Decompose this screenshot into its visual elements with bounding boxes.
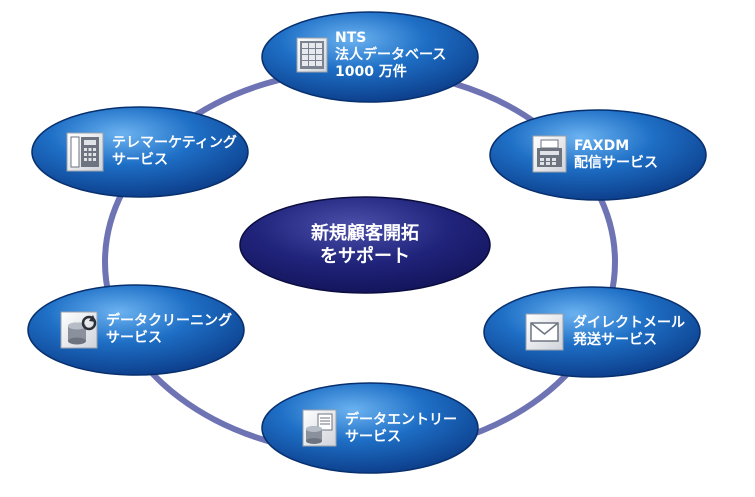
label-line: テレマーケティング bbox=[112, 135, 237, 151]
center-node-shape bbox=[239, 196, 491, 294]
node-label-nts-database: NTS 法人データベース 1000 万件 bbox=[335, 30, 446, 81]
node-telemarketing bbox=[31, 106, 249, 198]
node-label-data-cleaning: データクリーニング サービス bbox=[106, 313, 232, 347]
database-grid-icon bbox=[296, 37, 328, 73]
node-nts-database bbox=[261, 11, 479, 103]
label-line: 法人データベース bbox=[335, 47, 447, 63]
node-label-fax-dm: FAXDM 配信サービス bbox=[574, 138, 658, 172]
refresh-database-icon bbox=[60, 311, 98, 349]
label-line: 発送サービス bbox=[573, 332, 657, 348]
node-shape bbox=[27, 284, 245, 376]
label-line: データクリーニング bbox=[106, 313, 232, 329]
node-direct-mail bbox=[483, 286, 701, 378]
center-label-line: 新規顧客開拓 bbox=[311, 223, 419, 244]
fax-machine-icon bbox=[532, 135, 567, 173]
node-data-cleaning bbox=[27, 284, 245, 376]
telephone-icon bbox=[66, 132, 104, 172]
node-shape bbox=[31, 106, 249, 198]
label-line: FAXDM bbox=[574, 138, 630, 154]
label-line: ダイレクトメール bbox=[573, 315, 685, 331]
node-label-telemarketing: テレマーケティング サービス bbox=[112, 135, 237, 169]
node-shape bbox=[261, 11, 479, 103]
center-label-line: をサポート bbox=[320, 246, 410, 267]
node-shape bbox=[489, 109, 707, 201]
center-label: 新規顧客開拓 をサポート bbox=[250, 222, 480, 268]
data-entry-icon bbox=[302, 409, 337, 447]
label-line: サービス bbox=[106, 330, 162, 346]
node-label-direct-mail: ダイレクトメール 発送サービス bbox=[573, 315, 685, 349]
node-shape bbox=[261, 382, 479, 474]
label-line: データエントリー bbox=[345, 412, 457, 428]
label-line: サービス bbox=[345, 429, 401, 445]
envelope-icon bbox=[525, 313, 564, 351]
label-line: 配信サービス bbox=[574, 155, 658, 171]
node-shape bbox=[483, 286, 701, 378]
node-fax-dm bbox=[489, 109, 707, 201]
node-data-entry bbox=[261, 382, 479, 474]
label-line: サービス bbox=[112, 152, 168, 168]
node-label-data-entry: データエントリー サービス bbox=[345, 412, 457, 446]
label-line: NTS bbox=[335, 30, 367, 46]
label-line: 1000 万件 bbox=[335, 64, 407, 80]
